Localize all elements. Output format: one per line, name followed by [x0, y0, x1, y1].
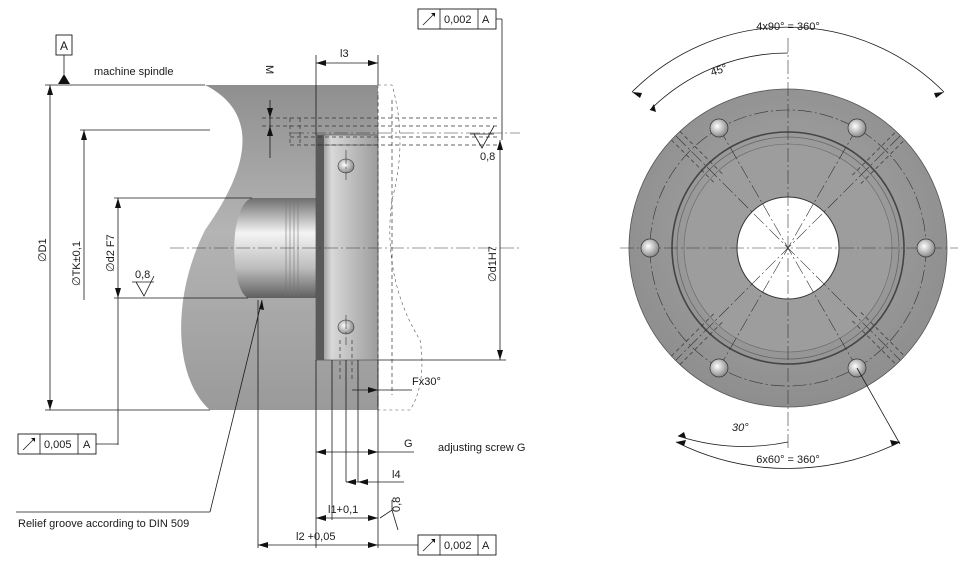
bolt-hole: [847, 118, 867, 138]
spindle-break-right: [377, 84, 423, 411]
front-view: 4x90° = 360° 45° 30° 6x60° = 360°: [620, 21, 958, 469]
bolt-hidden-lines: [262, 117, 500, 146]
dim-4x90: 4x90° = 360°: [631, 21, 945, 98]
roughness-left-value: 0,8: [135, 269, 150, 281]
dim-l1: l1+0,1 0,8: [316, 497, 403, 531]
bolt-hole: [709, 118, 729, 138]
tolerance-frame-bottom: 0,002 A: [378, 534, 497, 556]
dim-d1-label: ∅D1: [37, 238, 49, 262]
dim-l3: l3: [315, 48, 379, 135]
dim-g-label: G: [404, 438, 413, 450]
dim-l1-label: l1+0,1: [328, 504, 358, 516]
flange-hidden-lines: [339, 95, 393, 410]
tolerance-bottom-datum: A: [482, 540, 490, 552]
dim-6x60: 6x60° = 360°: [675, 367, 901, 469]
tolerance-top-datum: A: [482, 14, 490, 26]
angle-top-label: 4x90° = 360°: [756, 21, 820, 33]
angle-45-label: 45°: [709, 62, 729, 79]
dim-45: 45°: [649, 52, 789, 112]
dim-d1h7-label: ∅d1H7: [487, 246, 499, 282]
roughness-right-value: 0,8: [480, 151, 495, 163]
flange-extension-lines: [315, 360, 379, 548]
relief-groove-label: Relief groove according to DIN 509: [18, 518, 189, 530]
dim-m-label: M: [263, 65, 275, 74]
dim-d2-arrows: [115, 198, 121, 298]
relief-groove-callout: Relief groove according to DIN 509: [16, 299, 264, 530]
dim-l4-label: l4: [392, 469, 401, 481]
tolerance-frame-left: 0,005 A: [17, 433, 118, 455]
roughness-symbol-left: 0,8: [132, 269, 155, 297]
dim-l2: l2 +0,05: [257, 300, 378, 548]
dim-m: M: [263, 65, 275, 158]
datum-a-label: A: [60, 39, 68, 53]
dim-tk-label: ∅TK±0,1: [71, 241, 83, 286]
adjusting-screw-slots: [671, 131, 905, 365]
dim-f-label: Fx30°: [412, 376, 441, 388]
dim-l2-label: l2 +0,05: [296, 531, 335, 543]
flange-face: [316, 135, 324, 360]
dim-tk-arrow: [81, 130, 87, 140]
bolt-hole: [709, 358, 729, 378]
tolerance-left-datum: A: [83, 439, 91, 451]
dim-d1h7: ∅d1H7: [378, 140, 506, 361]
roughness-symbol-right: 0,8: [470, 125, 495, 163]
dim-30: 30°: [677, 422, 789, 447]
tolerance-left-value: 0,005: [44, 439, 72, 451]
machine-spindle-label: machine spindle: [94, 66, 174, 78]
dim-l4: l4: [346, 469, 404, 485]
tolerance-bottom-value: 0,002: [444, 540, 472, 552]
dim-g: G: [316, 438, 414, 455]
angle-bottom-label: 6x60° = 360°: [756, 454, 820, 466]
diagonal-centerline-d: [718, 127, 858, 369]
dim-l3-label: l3: [340, 48, 349, 60]
tolerance-frame-top: 0,002 A: [417, 8, 503, 140]
bolt-hole: [916, 238, 936, 258]
adjusting-screw-label: adjusting screw G: [438, 442, 525, 454]
dim-d2-label: ∅d2 F7: [105, 234, 117, 272]
datum-a-triangle: [58, 74, 70, 84]
bolt-hole: [640, 238, 660, 258]
roughness-bottom-value: 0,8: [391, 497, 403, 512]
angle-30-label: 30°: [732, 422, 749, 434]
tolerance-top-value: 0,002: [444, 14, 472, 26]
side-view: A machine spindle ∅D1 ∅TK±0,1 ∅d2 F7 0,8: [16, 8, 525, 556]
